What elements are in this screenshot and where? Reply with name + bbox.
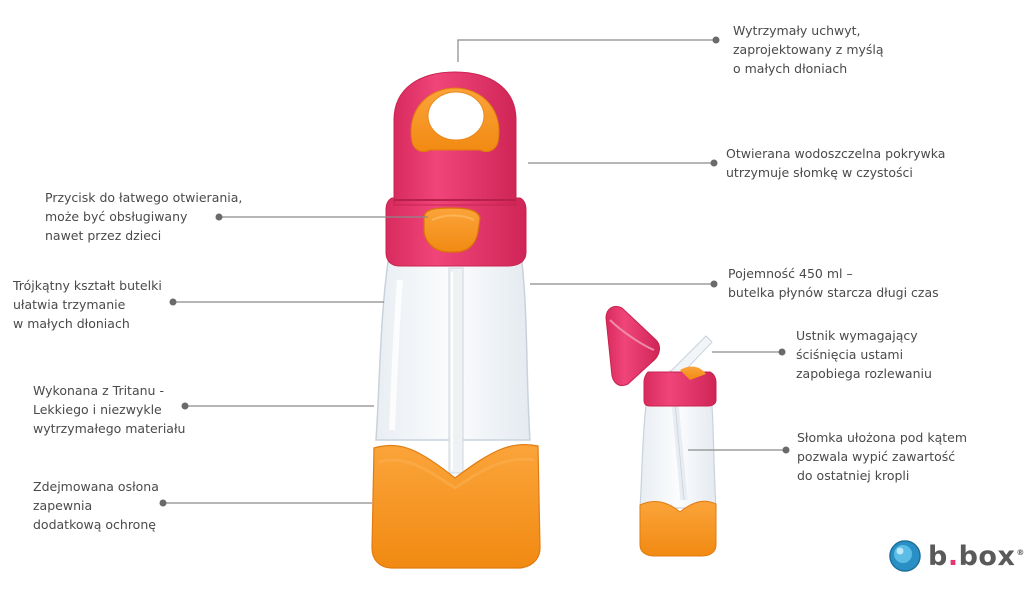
small-bottle xyxy=(605,305,717,557)
brand-name: b.box® xyxy=(928,540,1024,572)
brand-logo: b.box® xyxy=(888,538,1024,574)
callout-button: Przycisk do łatwego otwierania, może być… xyxy=(45,190,243,243)
bottle-bumper xyxy=(371,443,541,569)
small-bottle-lid xyxy=(605,305,660,387)
leader-dots xyxy=(159,36,790,507)
callout-handle: Wytrzymały uchwyt, zaprojektowany z myśl… xyxy=(733,23,884,76)
bottle-shine xyxy=(389,279,403,431)
callout-lid: Otwierana wodoszczelna pokrywka utrzymuj… xyxy=(726,146,946,180)
leader-lines xyxy=(164,39,784,504)
callout-shape: Trójkątny kształt butelki ułatwia trzyma… xyxy=(13,278,162,331)
bottle-handle-hole xyxy=(427,91,485,141)
callout-material: Wykonana z Tritanu - Lekkiego i niezwykl… xyxy=(33,383,186,436)
callout-mouthpiece: Ustnik wymagający ściśnięcia ustami zapo… xyxy=(796,328,932,381)
large-bottle xyxy=(371,71,541,569)
callout-capacity: Pojemność 450 ml – butelka płynów starcz… xyxy=(728,266,939,300)
callout-straw: Słomka ułożona pod kątem pozwala wypić z… xyxy=(797,430,968,483)
callout-bumper: Zdejmowana osłona zapewnia dodatkową och… xyxy=(33,479,159,532)
bottle-button xyxy=(423,207,481,253)
bbox-logo-icon xyxy=(889,540,921,572)
